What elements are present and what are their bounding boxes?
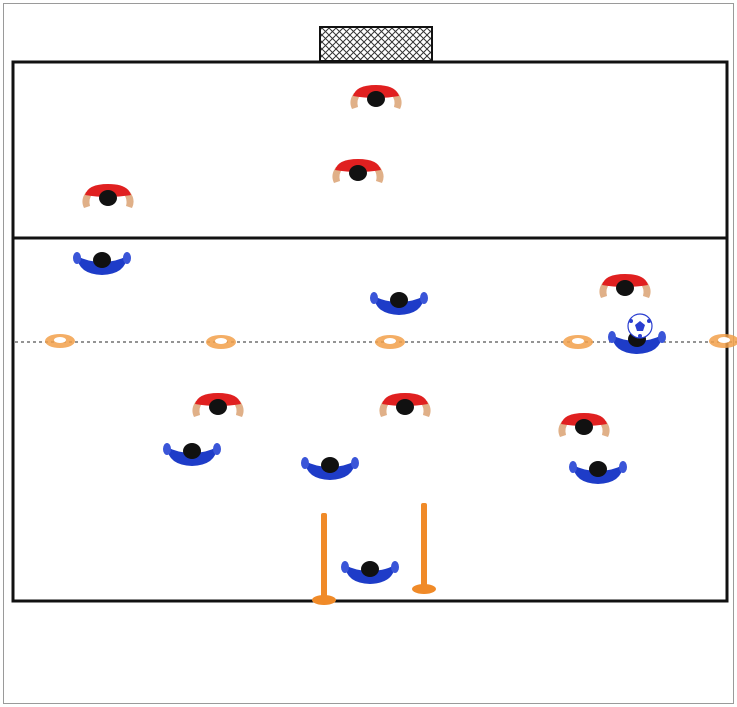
cone-icon (375, 335, 405, 349)
soccer-ball-icon (628, 314, 652, 338)
ball-layer (628, 314, 652, 338)
image-frame (4, 4, 734, 704)
cone-icon (563, 335, 593, 349)
goal-net-icon (320, 27, 432, 61)
cone-icon (45, 334, 75, 348)
cone-icon (206, 335, 236, 349)
